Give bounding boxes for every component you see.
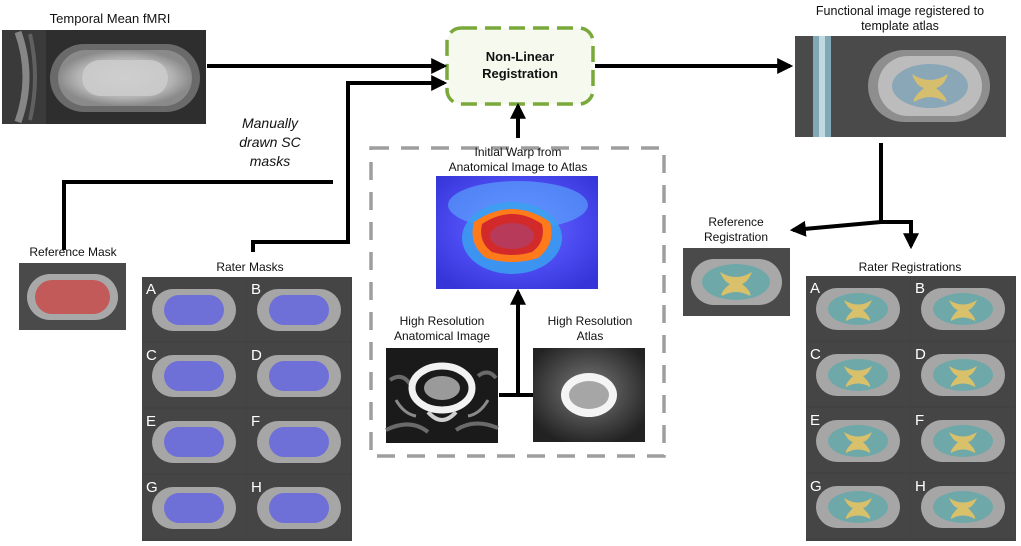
initial-warp-line-2: Anatomical Image to Atlas [448, 160, 588, 174]
manual-masks-label: Manually drawn SC masks [225, 114, 315, 171]
tile-f: F [911, 408, 1015, 472]
nonlinear-line-1: Non-Linear [485, 49, 555, 64]
reference-registration-label: Reference Registration [686, 215, 786, 245]
hr-atlas-line-2: Atlas [576, 329, 604, 343]
tile-a: A [806, 276, 910, 340]
tile-h: H [247, 475, 351, 539]
tile-b: B [911, 276, 1015, 340]
initial-warp-line-1: Initial Warp from [474, 145, 562, 159]
tile-letter-h: H [915, 478, 926, 495]
functional-line-2: template atlas [861, 19, 939, 33]
rater-registrations-label: Rater Registrations [858, 260, 962, 274]
tile-letter-g: G [810, 478, 822, 495]
tile-c: C [142, 343, 246, 407]
tile-d: D [911, 342, 1015, 406]
tile-letter-d: D [915, 346, 926, 363]
tile-letter-e: E [146, 413, 156, 430]
tile-letter-f: F [915, 412, 924, 429]
manual-line-1: Manually [241, 115, 299, 131]
nonlinear-registration-label: Non-Linear Registration [447, 48, 593, 82]
tile-d: D [247, 343, 351, 407]
temporal-mean-label: Temporal Mean fMRI [49, 11, 171, 26]
reference-mask-label: Reference Mask [29, 245, 117, 259]
tile-e: E [142, 409, 246, 473]
ref-reg-line-2: Registration [703, 230, 769, 244]
rater-registrations-grid: A B C D E F G H [806, 276, 1016, 541]
tile-g: G [142, 475, 246, 539]
tile-a: A [142, 277, 246, 341]
tile-c: C [806, 342, 910, 406]
tile-letter-e: E [810, 412, 820, 429]
tile-f: F [247, 409, 351, 473]
hr-anat-line-2: Anatomical Image [393, 329, 491, 343]
tile-letter-f: F [251, 413, 260, 430]
manual-line-3: masks [249, 153, 291, 169]
tile-letter-g: G [146, 479, 158, 496]
hr-atlas-line-1: High Resolution [547, 314, 633, 328]
rater-masks-label: Rater Masks [216, 260, 284, 274]
tile-letter-b: B [251, 281, 261, 298]
temporal-mean-fmri-image [2, 30, 206, 124]
tile-h: H [911, 474, 1015, 538]
functional-line-1: Functional image registered to [815, 4, 985, 18]
ref-reg-line-1: Reference [708, 215, 764, 229]
tile-letter-d: D [251, 347, 262, 364]
functional-registered-label: Functional image registered to template … [800, 4, 1000, 34]
tile-letter-h: H [251, 479, 262, 496]
functional-registered-image [795, 36, 1006, 137]
tile-b: B [247, 277, 351, 341]
tile-letter-c: C [810, 346, 821, 363]
tile-g: G [806, 474, 910, 538]
tile-letter-a: A [810, 280, 820, 297]
hr-anatomical-label: High Resolution Anatomical Image [382, 314, 502, 344]
reference-mask-image [19, 263, 126, 330]
reference-registration-image [683, 248, 790, 316]
initial-warp-label: Initial Warp from Anatomical Image to At… [430, 145, 606, 175]
hr-atlas-image [533, 348, 645, 442]
nonlinear-line-2: Registration [482, 66, 558, 81]
hr-atlas-label: High Resolution Atlas [530, 314, 650, 344]
tile-letter-b: B [915, 280, 925, 297]
manual-line-2: drawn SC [239, 134, 301, 150]
tile-letter-c: C [146, 347, 157, 364]
connectors [62, 58, 919, 397]
hr-anat-line-1: High Resolution [399, 314, 485, 328]
initial-warp-image [436, 176, 598, 289]
hr-anatomical-image [385, 348, 499, 443]
tile-e: E [806, 408, 910, 472]
rater-masks-grid: A B C D E F G H [142, 277, 352, 541]
tile-letter-a: A [146, 281, 156, 298]
